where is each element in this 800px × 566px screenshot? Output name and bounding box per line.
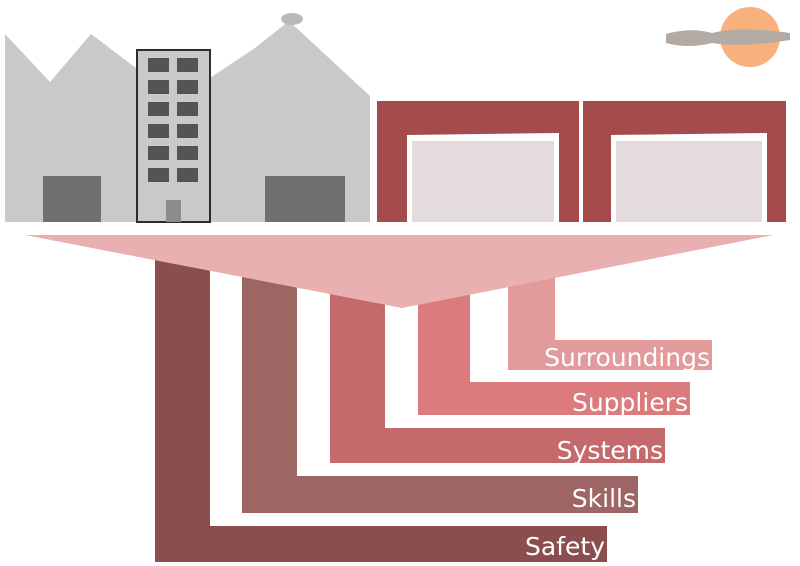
label-skills: Skills bbox=[572, 484, 636, 513]
factory-door-left bbox=[43, 176, 101, 222]
office-tower bbox=[136, 49, 211, 223]
label-systems: Systems bbox=[557, 436, 663, 465]
tower-window bbox=[148, 124, 169, 138]
warehouse-unit-2 bbox=[583, 101, 786, 222]
label-safety: Safety bbox=[525, 532, 605, 561]
label-suppliers: Suppliers bbox=[572, 388, 688, 417]
warehouse-door-2 bbox=[616, 141, 762, 222]
tower-window bbox=[177, 80, 198, 94]
cloud-icon bbox=[666, 29, 790, 46]
tower-window bbox=[177, 58, 198, 72]
factory-building bbox=[5, 13, 370, 223]
factory-right-wing bbox=[210, 21, 370, 222]
tower-window bbox=[177, 168, 198, 182]
tower-window bbox=[177, 146, 198, 160]
chimney-cap-icon bbox=[281, 13, 303, 25]
factory-door-right bbox=[265, 176, 345, 222]
tower-window bbox=[148, 168, 169, 182]
tower-door bbox=[166, 200, 181, 222]
label-surroundings: Surroundings bbox=[544, 343, 710, 372]
factory-left-wing bbox=[5, 34, 136, 222]
warehouse-unit-1 bbox=[377, 101, 579, 222]
tower-window bbox=[148, 146, 169, 160]
pillar-labels: Surroundings Suppliers Systems Skills Sa… bbox=[525, 343, 710, 561]
pillar-safety bbox=[155, 248, 607, 562]
tower-window bbox=[148, 80, 169, 94]
warehouse-units bbox=[377, 101, 786, 222]
tower-window bbox=[177, 124, 198, 138]
warehouse-door-1 bbox=[412, 141, 554, 222]
tower-window bbox=[148, 102, 169, 116]
tower-window bbox=[177, 102, 198, 116]
sky-decoration bbox=[666, 7, 790, 67]
tower-windows bbox=[148, 58, 198, 182]
tower-window bbox=[148, 58, 169, 72]
funnel bbox=[25, 235, 773, 308]
